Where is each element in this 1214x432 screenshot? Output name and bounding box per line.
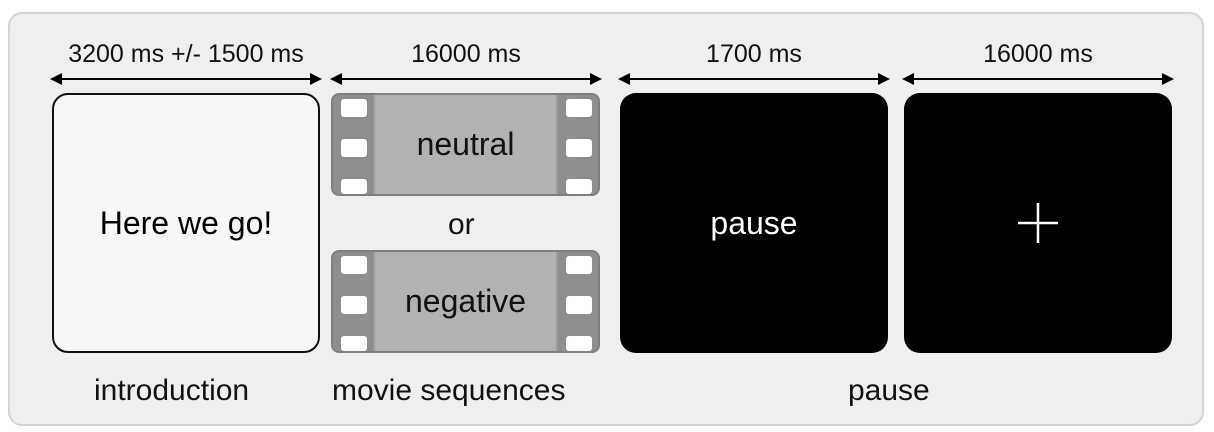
duration-pause-screen: 1700 ms — [706, 40, 802, 68]
duration-introduction: 3200 ms +/- 1500 ms — [68, 40, 304, 68]
film-perforation — [341, 296, 367, 314]
film-perforation — [341, 256, 367, 274]
movie-or-label: or — [448, 208, 475, 241]
pause-screen-text: pause — [710, 204, 798, 241]
duration-arrow-pause-screen — [618, 72, 890, 86]
pause-screen: pause — [620, 93, 888, 353]
film-perforation — [341, 139, 367, 157]
film-perforation — [341, 336, 367, 351]
phase-label-introduction: introduction — [94, 374, 250, 407]
film-perforation — [566, 256, 592, 274]
fixation-screen: + — [904, 93, 1172, 353]
duration-arrow-movie — [330, 72, 602, 86]
duration-arrow-introduction — [50, 72, 322, 86]
film-perforation — [566, 99, 592, 117]
film-perforation — [341, 179, 367, 194]
film-strip-neutral: neutral — [331, 93, 600, 196]
film-strip-negative: negative — [331, 250, 600, 353]
film-perforation — [566, 139, 592, 157]
film-perforation — [566, 336, 592, 351]
film-frame-neutral: neutral — [373, 95, 558, 194]
phase-label-movie: movie sequences — [332, 374, 566, 407]
film-perforation — [341, 99, 367, 117]
film-perforation — [566, 179, 592, 194]
duration-movie: 16000 ms — [411, 40, 521, 68]
introduction-screen: Here we go! — [52, 93, 320, 353]
phase-label-pause: pause — [848, 374, 930, 407]
introduction-screen-text: Here we go! — [99, 204, 273, 241]
film-label-neutral: neutral — [416, 126, 515, 162]
duration-arrow-fixation — [902, 72, 1174, 86]
film-label-negative: negative — [405, 283, 526, 319]
fixation-cross-icon — [1018, 203, 1058, 243]
duration-fixation: 16000 ms — [983, 40, 1093, 68]
film-frame-negative: negative — [373, 252, 558, 351]
film-perforation — [566, 296, 592, 314]
